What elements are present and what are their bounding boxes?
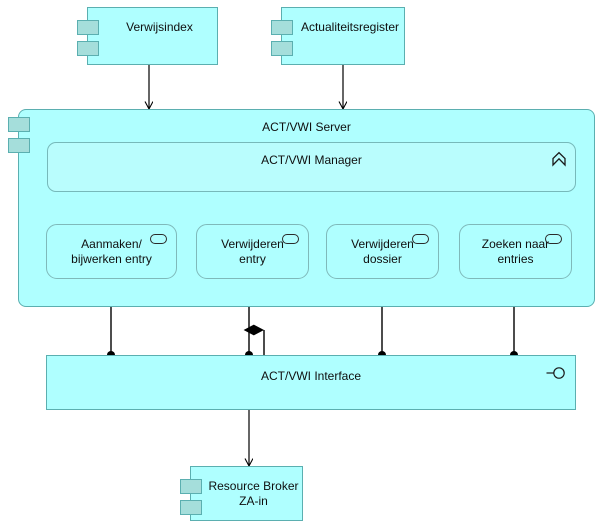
component-resource-broker-za-in[interactable]: Resource Broker ZA-in <box>180 466 303 521</box>
component-tab-upper <box>77 20 99 35</box>
component-verwijsindex-label: Verwijsindex <box>126 20 193 34</box>
service-label: Zoeken naar entries <box>481 237 550 266</box>
service-label: Verwijderen entry <box>221 237 284 266</box>
service-oval-icon <box>282 234 299 244</box>
function-act-vwi-manager[interactable]: ACT/VWI Manager <box>47 142 576 192</box>
service-oval-icon <box>545 234 562 244</box>
service-label: Aanmaken/ bijwerken entry <box>71 237 152 266</box>
interface-act-vwi-interface-label: ACT/VWI Interface <box>260 369 362 383</box>
service-zoeken-naar-entries[interactable]: Zoeken naar entries <box>459 224 572 279</box>
component-resource-broker-za-in-label: Resource Broker ZA-in <box>208 479 299 508</box>
component-actualiteitsregister-label: Actualiteitsregister <box>300 20 400 34</box>
container-act-vwi-server-label: ACT/VWI Server <box>262 120 351 134</box>
service-aanmaken-bijwerken-entry[interactable]: Aanmaken/ bijwerken entry <box>46 224 177 279</box>
interface-act-vwi-interface[interactable]: ACT/VWI Interface <box>46 355 576 410</box>
component-tab-upper <box>180 479 202 494</box>
component-tab-lower <box>8 138 30 153</box>
service-oval-icon <box>412 234 429 244</box>
component-tab-upper <box>271 20 293 35</box>
service-verwijderen-entry[interactable]: Verwijderen entry <box>196 224 309 279</box>
service-oval-icon <box>150 234 167 244</box>
component-tab-upper <box>8 117 30 132</box>
chevron-up-icon <box>551 151 567 167</box>
service-verwijderen-dossier[interactable]: Verwijderen dossier <box>326 224 439 279</box>
service-label: Verwijderen dossier <box>351 237 414 266</box>
function-act-vwi-manager-label: ACT/VWI Manager <box>261 153 362 167</box>
provided-interface-lollipop-icon <box>546 366 568 380</box>
component-tab-lower <box>180 500 202 515</box>
component-tab-lower <box>77 41 99 56</box>
component-actualiteitsregister[interactable]: Actualiteitsregister <box>271 7 405 65</box>
component-verwijsindex[interactable]: Verwijsindex <box>77 7 218 65</box>
component-tab-lower <box>271 41 293 56</box>
